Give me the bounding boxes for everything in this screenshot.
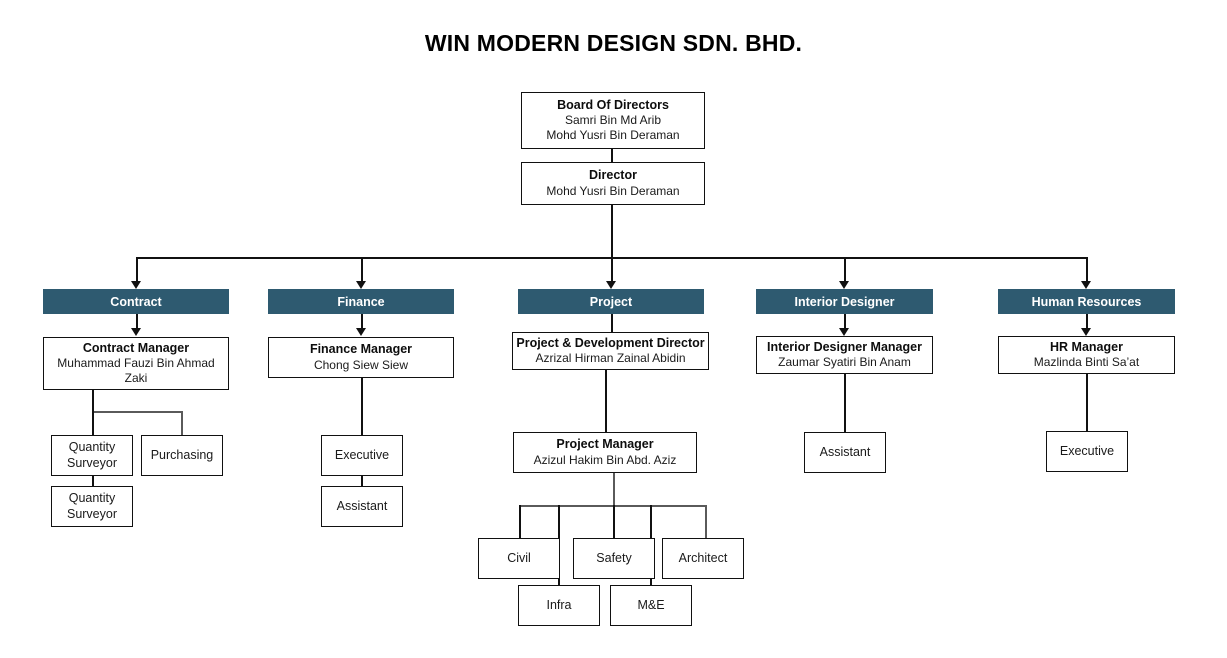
purchasing-label: Purchasing — [150, 447, 214, 462]
arrow-finance — [356, 281, 366, 289]
interior-designer-manager-role: Interior Designer Manager — [767, 339, 922, 354]
dept-header-finance[interactable]: Finance — [268, 289, 454, 314]
connector-quantity-surveyor-1-to-2 — [92, 476, 94, 487]
node-finance-assistant[interactable]: Assistant — [321, 486, 403, 527]
connector-contract-manager-down — [92, 390, 94, 412]
board-member-1: Samri Bin Md Arib — [564, 113, 662, 128]
connector-human-resources-to-manager — [1086, 314, 1088, 330]
node-architect[interactable]: Architect — [662, 538, 744, 579]
me-label: M&E — [637, 597, 665, 612]
contract-manager-name-line1: Muhammad Fauzi Bin Ahmad — [57, 356, 215, 371]
node-board-of-directors[interactable]: Board Of Directors Samri Bin Md Arib Moh… — [521, 92, 705, 149]
node-project-manager[interactable]: Project Manager Azizul Hakim Bin Abd. Az… — [513, 432, 697, 473]
connector-drop-architect — [705, 505, 707, 538]
connector-finance-to-manager — [361, 314, 363, 330]
safety-label: Safety — [596, 550, 632, 565]
connector-project-director-to-manager — [605, 370, 607, 432]
arrow-project — [606, 281, 616, 289]
arrow-contract-manager — [131, 328, 141, 336]
node-quantity-surveyor-2[interactable]: Quantity Surveyor — [51, 486, 133, 527]
board-role: Board Of Directors — [557, 97, 669, 112]
node-civil[interactable]: Civil — [478, 538, 560, 579]
connector-drop-contract — [136, 257, 138, 282]
finance-manager-name: Chong Siew Siew — [313, 357, 409, 372]
interior-designer-manager-name: Zaumar Syatiri Bin Anam — [778, 355, 911, 370]
node-finance-manager[interactable]: Finance Manager Chong Siew Siew — [268, 337, 454, 378]
connector-drop-project — [611, 257, 613, 282]
civil-label: Civil — [507, 550, 531, 565]
connector-drop-safety — [613, 505, 615, 538]
finance-manager-role: Finance Manager — [309, 342, 413, 357]
connector-drop-purchasing — [181, 411, 183, 435]
node-contract-manager[interactable]: Contract Manager Muhammad Fauzi Bin Ahma… — [43, 337, 229, 390]
connector-contract-children-bus — [92, 411, 182, 413]
node-interior-designer-assistant[interactable]: Assistant — [804, 432, 886, 473]
node-project-development-director[interactable]: Project & Development Director Azrizal H… — [512, 332, 709, 370]
quantity-surveyor-1-label: Quantity Surveyor — [66, 439, 118, 470]
hr-manager-name: Mazlinda Binti Sa’at — [1033, 355, 1140, 370]
connector-drop-human-resources — [1086, 257, 1088, 282]
node-safety[interactable]: Safety — [573, 538, 655, 579]
arrow-interior-designer — [839, 281, 849, 289]
node-director[interactable]: Director Mohd Yusri Bin Deraman — [521, 162, 705, 205]
arrow-contract — [131, 281, 141, 289]
page-title: WIN MODERN DESIGN SDN. BHD. — [424, 30, 803, 56]
hr-executive-label: Executive — [1059, 443, 1115, 458]
node-hr-manager[interactable]: HR Manager Mazlinda Binti Sa’at — [998, 336, 1175, 374]
project-manager-name: Azizul Hakim Bin Abd. Aziz — [533, 452, 677, 467]
node-hr-executive[interactable]: Executive — [1046, 431, 1128, 472]
dept-header-interior-designer[interactable]: Interior Designer — [756, 289, 933, 314]
arrow-hr-manager — [1081, 328, 1091, 336]
dept-header-project[interactable]: Project — [518, 289, 704, 314]
quantity-surveyor-2-label: Quantity Surveyor — [66, 490, 118, 521]
dept-header-human-resources[interactable]: Human Resources — [998, 289, 1175, 314]
finance-assistant-label: Assistant — [336, 498, 388, 513]
architect-label: Architect — [678, 550, 728, 565]
connector-director-down — [611, 205, 613, 258]
connector-drop-interior-designer — [844, 257, 846, 282]
node-quantity-surveyor-1[interactable]: Quantity Surveyor — [51, 435, 133, 476]
finance-executive-label: Executive — [334, 447, 390, 462]
project-director-name: Azrizal Hirman Zainal Abidin — [535, 351, 686, 366]
infra-label: Infra — [546, 597, 572, 612]
connector-hr-to-executive — [1086, 374, 1088, 431]
board-member-2: Mohd Yusri Bin Deraman — [546, 128, 680, 143]
connector-project-children-bus — [519, 505, 706, 507]
interior-designer-assistant-label: Assistant — [819, 444, 871, 459]
connector-drop-civil — [519, 505, 521, 538]
arrow-interior-designer-manager — [839, 328, 849, 336]
node-finance-executive[interactable]: Executive — [321, 435, 403, 476]
node-me[interactable]: M&E — [610, 585, 692, 626]
connector-interior-designer-to-manager — [844, 314, 846, 330]
contract-manager-role: Contract Manager — [82, 340, 190, 355]
node-infra[interactable]: Infra — [518, 585, 600, 626]
connector-drop-quantity-surveyor-1 — [92, 411, 94, 435]
connector-finance-manager-to-executive — [361, 378, 363, 435]
connector-project-to-director — [611, 314, 613, 332]
connector-interior-designer-to-assistant — [844, 374, 846, 432]
node-interior-designer-manager[interactable]: Interior Designer Manager Zaumar Syatiri… — [756, 336, 933, 374]
connector-finance-executive-to-assistant — [361, 476, 363, 487]
dept-header-contract[interactable]: Contract — [43, 289, 229, 314]
arrow-human-resources — [1081, 281, 1091, 289]
contract-manager-name-line2: Zaki — [124, 371, 148, 386]
connector-contract-to-manager — [136, 314, 138, 330]
director-role: Director — [589, 168, 637, 183]
connector-drop-finance — [361, 257, 363, 282]
arrow-finance-manager — [356, 328, 366, 336]
project-director-role: Project & Development Director — [516, 335, 705, 350]
director-name: Mohd Yusri Bin Deraman — [546, 183, 680, 198]
hr-manager-role: HR Manager — [1050, 339, 1123, 354]
node-purchasing[interactable]: Purchasing — [141, 435, 223, 476]
project-manager-role: Project Manager — [556, 437, 654, 452]
connector-project-manager-down — [613, 473, 615, 506]
